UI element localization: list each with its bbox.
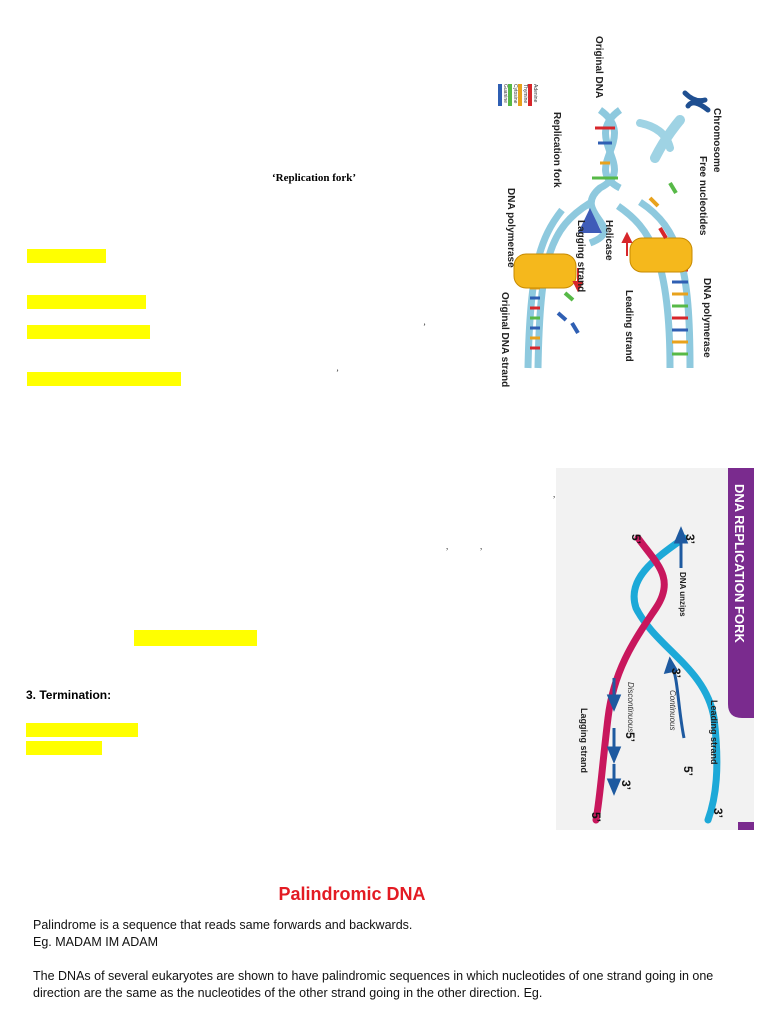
- termination-heading: 3. Termination:: [26, 688, 112, 702]
- title-banner: [728, 468, 754, 718]
- highlight-block: [27, 249, 106, 263]
- dna-polymerase-shape: [513, 253, 577, 289]
- original-dna-strand-label: Original DNA strand: [499, 292, 510, 387]
- infographic-background: [556, 468, 754, 830]
- highlight-block: [27, 295, 146, 309]
- stray-mark: ,: [446, 541, 449, 551]
- lagging-strand-label: Lagging strand: [575, 220, 586, 292]
- direction-arrow: [606, 526, 689, 796]
- leading-strand-label: Leading strand: [623, 290, 634, 362]
- base-pair-rungs: [530, 126, 688, 356]
- highlight-block: [26, 723, 138, 737]
- palindrome-explanation: The DNAs of several eukaryotes are shown…: [33, 968, 733, 1002]
- paragraph-line: Eg. MADAM IM ADAM: [33, 935, 159, 949]
- three-prime-label: 3’: [619, 780, 633, 790]
- legend-label-guanine: Guanine: [502, 84, 508, 103]
- infographic-title: DNA REPLICATION FORK: [732, 484, 747, 643]
- replication-fork-label: Replication fork: [551, 112, 562, 188]
- leading-strand-shape: [630, 534, 721, 824]
- chromosome-shape: [636, 90, 711, 163]
- leading-strand-label: Leading strand: [709, 700, 719, 765]
- chromosome-label: Chromosome: [711, 108, 722, 173]
- highlight-block: [134, 630, 257, 646]
- lagging-strand-shape: [592, 534, 668, 824]
- continuous-label: Continuous: [668, 690, 677, 730]
- free-nucleotides-shape: [556, 181, 678, 335]
- dna-backbone: [587, 107, 623, 247]
- legend-label-cytosine: Cytosine: [512, 84, 518, 104]
- direction-arrow: [572, 231, 633, 293]
- five-prime-label: 5’: [629, 534, 643, 544]
- legend-label-thymine: Thymine: [522, 84, 528, 103]
- base-legend: Adenine Thymine Cytosine Guanine: [498, 84, 538, 106]
- legend-swatch-guanine: [498, 84, 502, 106]
- five-prime-label: 5’: [681, 766, 695, 776]
- stray-mark: ,: [480, 541, 483, 551]
- palindrome-definition: Palindrome is a sequence that reads same…: [33, 917, 733, 951]
- lagging-strand-label: Lagging strand: [579, 708, 589, 773]
- corner-tab: [738, 822, 754, 830]
- three-prime-label: 3’: [711, 808, 725, 818]
- three-prime-label: 3’: [683, 534, 697, 544]
- highlight-block: [27, 325, 150, 339]
- dna-unzips-label: DNA unzips: [678, 572, 687, 617]
- paragraph-line: Palindrome is a sequence that reads same…: [33, 918, 413, 932]
- five-prime-label: 5’: [623, 732, 637, 742]
- helicase-shape: [578, 208, 602, 233]
- legend-label-adenine: Adenine: [532, 84, 538, 103]
- legend-swatch-cytosine: [508, 84, 512, 106]
- stray-mark: ’: [336, 368, 339, 378]
- free-nucleotides-label: Free nucleotides: [697, 156, 708, 236]
- three-prime-label: 3’: [669, 668, 683, 678]
- paragraph-text: The DNAs of several eukaryotes are shown…: [33, 969, 714, 1000]
- dna-polymerase-top-label: DNA polymerase: [701, 278, 712, 358]
- dna-polymerase-left-label: DNA polymerase: [505, 188, 516, 268]
- legend-swatch-adenine: [528, 84, 532, 106]
- dna-polymerase-shape: [629, 237, 693, 273]
- dna-replication-diagram: Adenine Thymine Cytosine Guanine: [498, 36, 722, 387]
- highlight-block: [27, 372, 181, 386]
- five-prime-label: 5’: [589, 812, 603, 822]
- stray-mark: ’: [423, 322, 426, 332]
- replication-fork-infographic: DNA REPLICATION FORK DNA unzips Leading …: [556, 468, 754, 830]
- replication-fork-term: ‘Replication fork’: [272, 172, 357, 184]
- dna-backbone: [597, 107, 622, 192]
- section-title: Palindromic DNA: [278, 884, 426, 904]
- original-dna-label: Original DNA: [593, 36, 604, 98]
- helicase-label: Helicase: [603, 220, 614, 261]
- highlight-block: [26, 741, 102, 755]
- stray-mark: ,: [553, 489, 556, 499]
- discontinuous-label: Discontinuous: [626, 682, 635, 732]
- legend-swatch-thymine: [518, 84, 522, 106]
